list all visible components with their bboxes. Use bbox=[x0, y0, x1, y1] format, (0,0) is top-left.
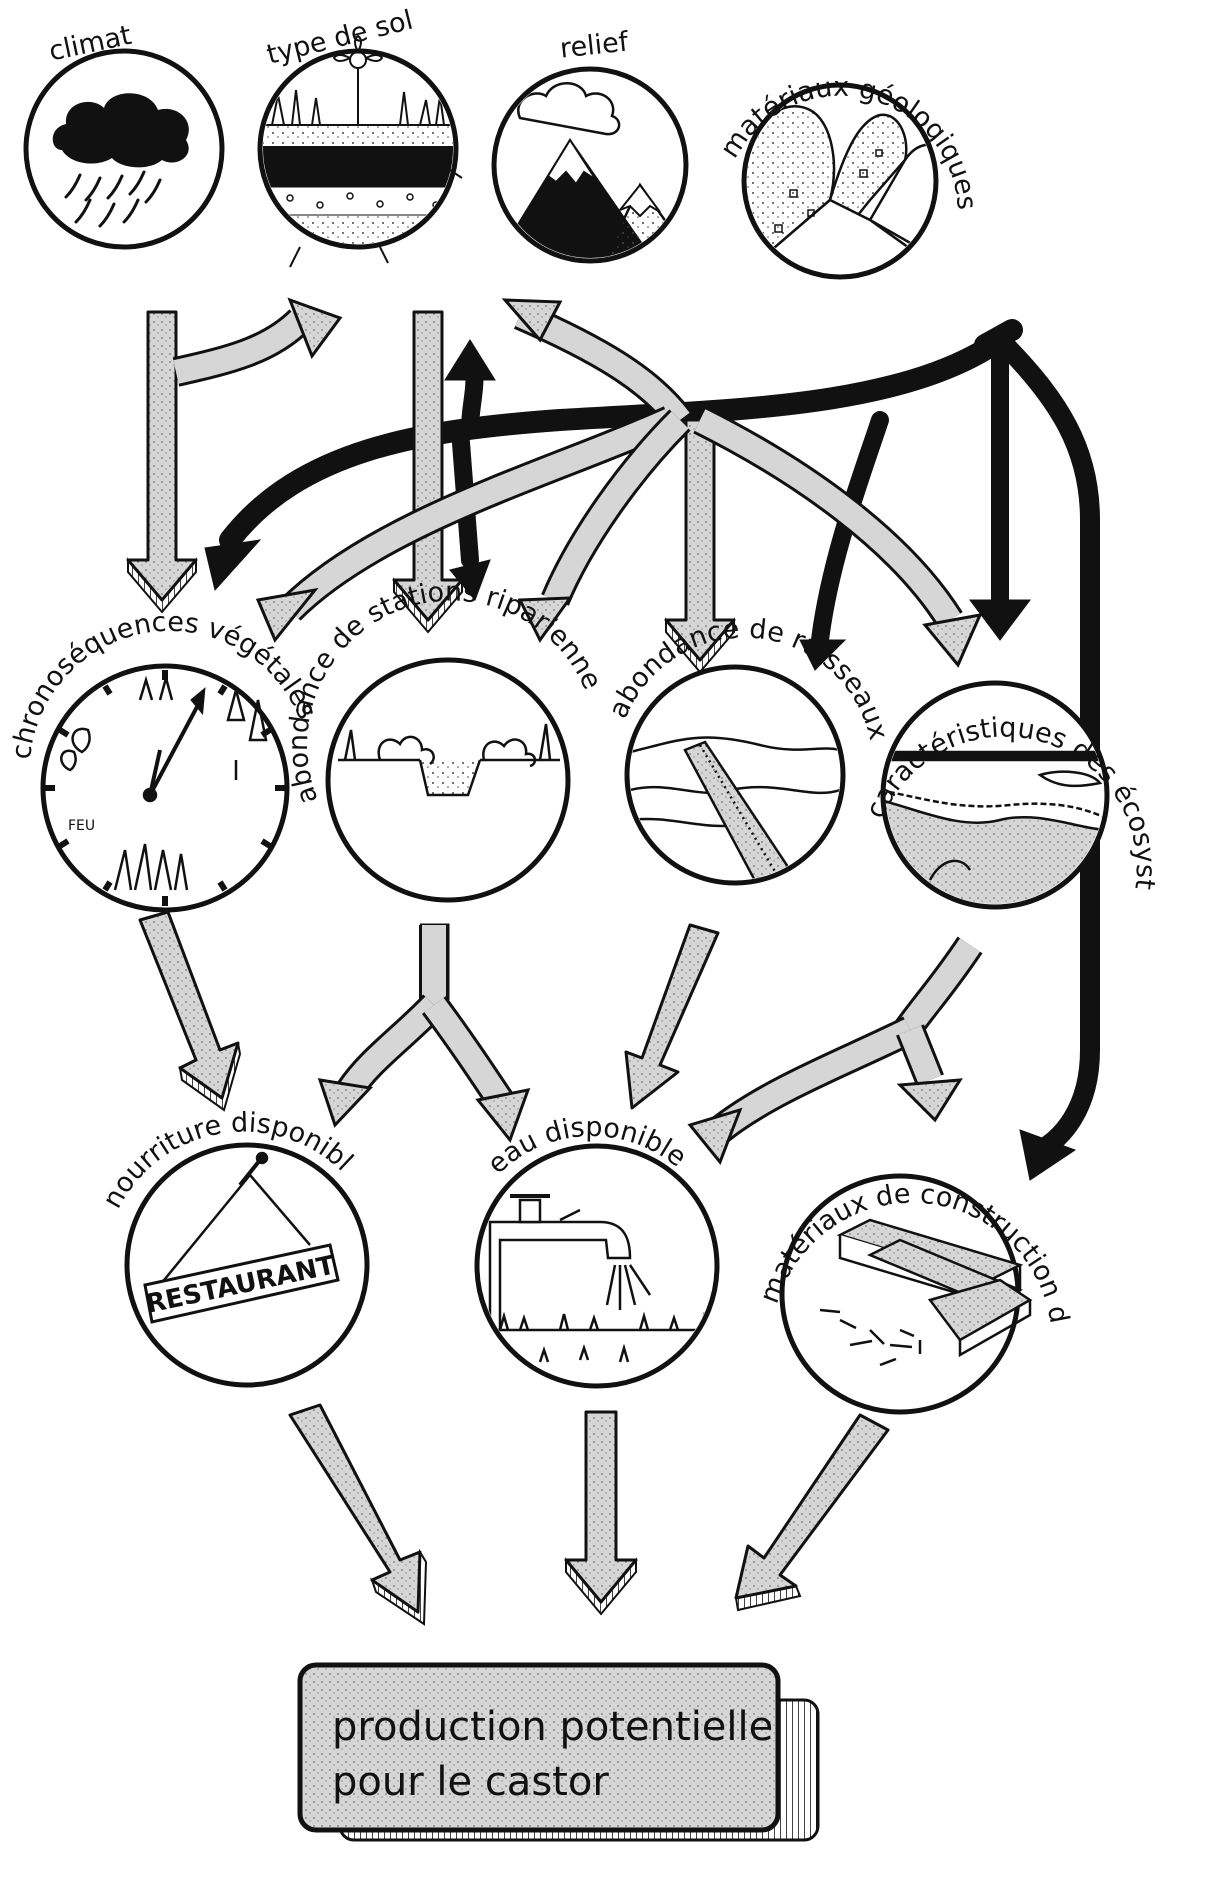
ruisseaux-node: abondance de ruisseaux bbox=[603, 614, 894, 890]
relief-node: relief bbox=[490, 26, 700, 270]
climat-node: climat bbox=[26, 20, 222, 247]
fire-label: FEU bbox=[68, 818, 95, 834]
result-box: production potentielle pour le castor bbox=[300, 1665, 818, 1840]
eau-node: eau disponible bbox=[477, 1112, 720, 1386]
label-relief: relief bbox=[559, 26, 632, 64]
result-line2: pour le castor bbox=[332, 1759, 609, 1805]
chronosequences-node: FEU chronoséquences végétales bbox=[6, 607, 322, 910]
light-arrows-row3 bbox=[290, 1405, 888, 1624]
result-line1: production potentielle bbox=[332, 1704, 773, 1750]
type-de-sol-node: type de sol bbox=[255, 5, 465, 267]
